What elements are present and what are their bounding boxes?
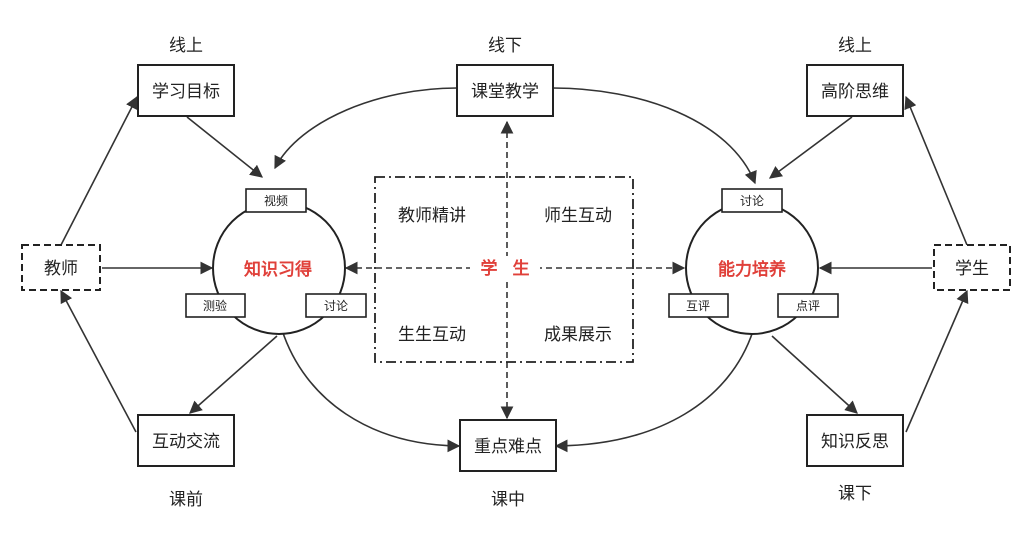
arc-classroom-to-ability — [552, 87, 757, 185]
box-interactive-exchange-label: 互动交流 — [152, 432, 220, 452]
tag-left-discussion — [305, 293, 367, 318]
tag-right-discussion-label: 讨论 — [740, 194, 764, 208]
arrow-student-to-thinking — [904, 95, 968, 246]
box-key-difficult-points — [459, 419, 557, 472]
box-interactive-exchange — [137, 414, 235, 467]
arrow-thinking-to-discuss — [768, 116, 853, 179]
center-bottom-left: 生生互动 — [398, 325, 466, 345]
actor-teacher-label: 教师 — [44, 259, 78, 279]
actor-student-label: 学生 — [955, 259, 989, 279]
center-label-backdrop — [470, 256, 540, 280]
label-after-class: 课下 — [838, 484, 872, 504]
box-knowledge-reflection-label: 知识反思 — [821, 432, 889, 452]
actor-teacher — [21, 244, 101, 291]
tag-quiz-label: 测验 — [203, 298, 227, 313]
tag-peer-review-label: 互评 — [686, 299, 710, 313]
arc-knowledge-to-keypoints — [281, 329, 461, 453]
label-online-left: 线上 — [169, 36, 203, 56]
tag-video-label: 视频 — [264, 193, 288, 208]
box-learning-goals — [137, 64, 235, 117]
label-offline: 线下 — [488, 36, 522, 56]
label-before-class: 课前 — [169, 490, 203, 510]
tag-peer-review — [668, 293, 729, 318]
tag-right-discussion — [721, 188, 783, 213]
arrow-teacher-to-goals — [60, 95, 138, 246]
tag-comment — [777, 293, 839, 318]
arrow-knowledge-to-exchange — [189, 335, 278, 414]
center-top-left: 教师精讲 — [398, 206, 466, 226]
box-knowledge-reflection — [806, 414, 904, 467]
knowledge-circle-title: 知识习得 — [243, 259, 312, 280]
box-classroom-teaching-label: 课堂教学 — [471, 82, 539, 102]
tag-left-discussion-label: 讨论 — [324, 299, 348, 313]
box-classroom-teaching — [456, 64, 554, 117]
ability-circle-title: 能力培养 — [718, 259, 787, 280]
arrow-ability-to-reflection — [771, 335, 858, 414]
tag-comment-label: 点评 — [796, 299, 820, 313]
center-char-xue: 学 — [481, 258, 498, 279]
center-char-sheng: 生 — [513, 258, 530, 279]
box-higher-order-thinking — [806, 64, 904, 117]
arrow-exchange-to-teacher — [60, 289, 137, 433]
actor-student — [933, 244, 1011, 291]
label-online-right: 线上 — [838, 36, 872, 56]
label-in-class: 课中 — [491, 490, 525, 510]
tag-video — [245, 188, 307, 213]
box-higher-order-thinking-label: 高阶思维 — [821, 82, 889, 102]
center-panel-border — [374, 176, 634, 363]
arrow-goals-to-video — [186, 116, 263, 178]
arc-ability-to-keypoints — [554, 330, 754, 453]
box-key-difficult-points-label: 重点难点 — [474, 437, 542, 457]
tag-quiz — [185, 293, 246, 318]
center-bottom-right: 成果展示 — [544, 325, 612, 345]
arc-classroom-to-knowledge — [274, 87, 458, 170]
center-top-right: 师生互动 — [544, 206, 612, 226]
box-learning-goals-label: 学习目标 — [152, 82, 220, 102]
arrow-reflection-to-student — [905, 289, 969, 433]
